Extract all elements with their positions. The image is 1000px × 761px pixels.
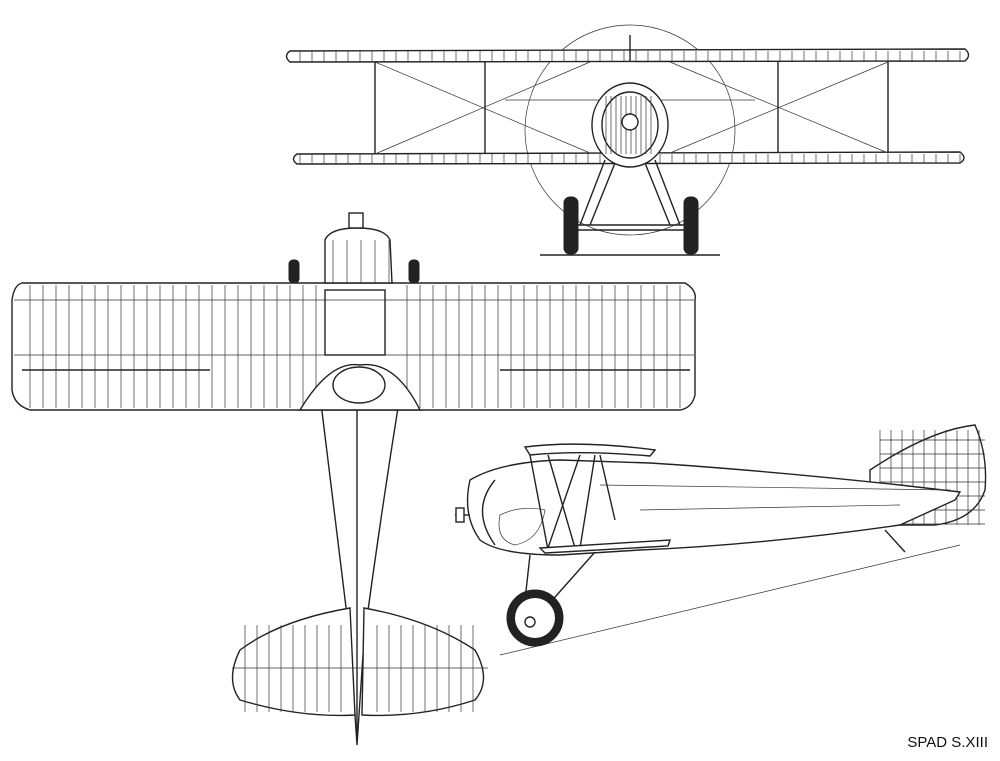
fuselage-longeron-upper (599, 484, 951, 491)
wheel-top-left (288, 259, 300, 284)
side-view (455, 424, 987, 656)
tailplane-left (231, 607, 356, 717)
propeller-disc (524, 24, 736, 236)
bracing-wires (374, 61, 889, 155)
propeller-hub-top (348, 212, 364, 229)
wheel-side-hub (524, 616, 536, 628)
wheel-right (683, 196, 699, 255)
front-wing-ribs (299, 51, 961, 163)
interplane-struts (374, 61, 889, 154)
radiator-outline (601, 91, 659, 159)
landing-gear-front (575, 159, 685, 231)
upper-wing-side (523, 443, 657, 457)
wing-ribs (14, 285, 694, 408)
aircraft-caption: SPAD S.XIII (907, 734, 988, 751)
upper-wing-front (285, 48, 970, 63)
tailplane-right (361, 607, 485, 717)
fuselage-top (319, 394, 401, 746)
tailplane-ribs (232, 625, 488, 712)
propeller-hub-side (455, 507, 465, 523)
cowling-vent (498, 508, 546, 546)
wheel-top-right (408, 259, 420, 284)
center-section-panel (324, 289, 386, 356)
cowling-front-edge (481, 479, 496, 546)
engine-cylinders (332, 240, 390, 283)
wheel-left (563, 196, 579, 255)
top-view (11, 212, 696, 746)
cabane-struts (529, 454, 616, 551)
front-view (285, 24, 970, 256)
cockpit-opening (332, 366, 386, 404)
fuselage-longeron-lower (639, 504, 901, 511)
wheel-side-rim (515, 598, 555, 638)
tail-skid (884, 529, 906, 553)
lower-wing-side (538, 539, 671, 554)
propeller-hub (621, 113, 639, 131)
engine-top (324, 227, 393, 284)
ground-line (499, 544, 961, 656)
upper-wing-top (11, 282, 696, 411)
